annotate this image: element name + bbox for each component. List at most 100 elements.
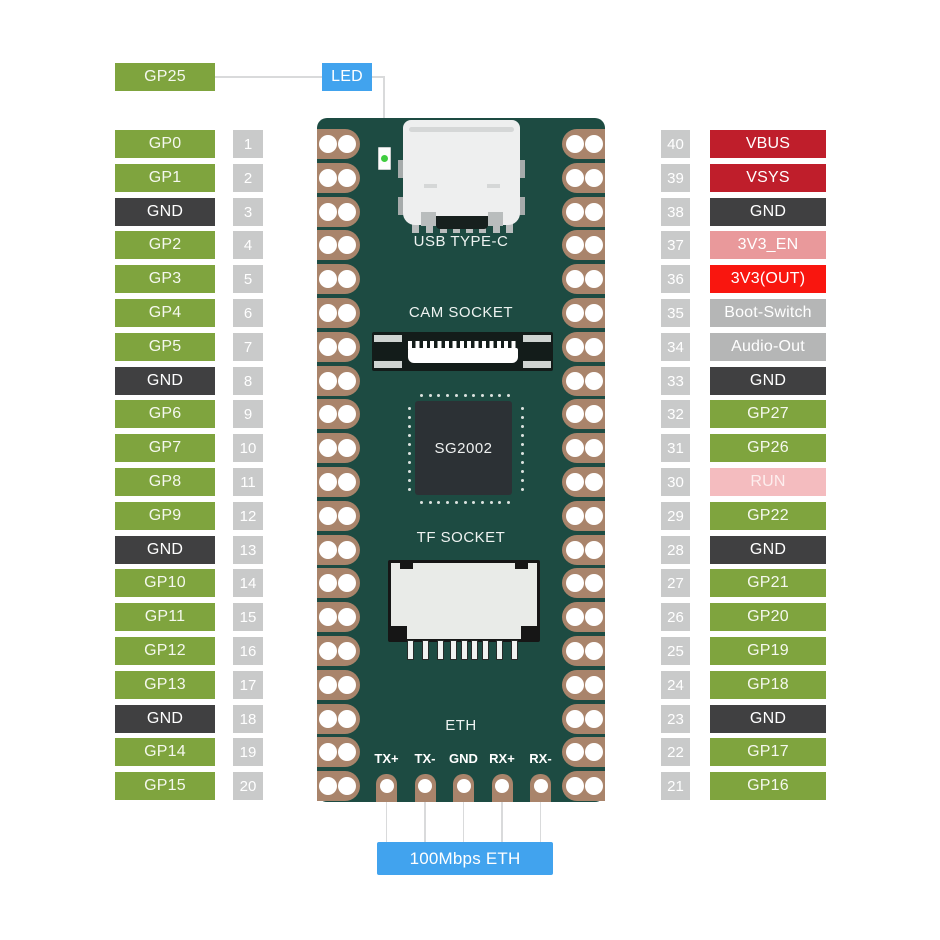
callout-gp25: GP25: [115, 63, 215, 91]
tf-socket-leg: [422, 640, 429, 660]
chip-pin-dot: [408, 488, 411, 491]
board-pad-right: [562, 366, 605, 396]
eth-pad-rx-: [530, 774, 551, 802]
board-pad-left: [317, 704, 360, 734]
cam-socket-tab: [374, 361, 402, 368]
chip-pin-dot: [507, 501, 510, 504]
board-pad-left: [317, 602, 360, 632]
pin-label-gp20-26: GP20: [710, 603, 826, 631]
chip-pin-dot: [446, 501, 449, 504]
pin-label-gp5-7: GP5: [115, 333, 215, 361]
pin-number-28: 28: [661, 536, 690, 564]
usb-mark: [487, 184, 500, 188]
eth-pad-gnd: [453, 774, 474, 802]
pin-label-gp3-5: GP3: [115, 265, 215, 293]
usb-label: USB TYPE-C: [413, 233, 509, 250]
chip-pin-dot: [408, 470, 411, 473]
pin-number-25: 25: [661, 637, 690, 665]
chip-pin-dot: [408, 452, 411, 455]
board-pad-right: [562, 636, 605, 666]
eth-label: ETH: [445, 717, 477, 734]
eth-leader-line: [424, 802, 426, 842]
pin-number-39: 39: [661, 164, 690, 192]
board-pad-right: [562, 670, 605, 700]
eth-pin-label-gnd: GND: [449, 751, 478, 766]
pin-number-36: 36: [661, 265, 690, 293]
usb-side-tab: [518, 160, 525, 178]
pin-label-vbus-40: VBUS: [710, 130, 826, 158]
board-pad-right: [562, 704, 605, 734]
chip-pin-dot: [498, 501, 501, 504]
eth-leader-line: [501, 802, 503, 842]
usb-leg: [426, 224, 433, 233]
eth-pin-label-rx-: RX-: [529, 751, 552, 766]
usb-mark: [424, 184, 437, 188]
chip-pin-dot: [521, 425, 524, 428]
pin-label-boot-switch-35: Boot-Switch: [710, 299, 826, 327]
callout-line-led-v: [383, 76, 385, 148]
pin-number-30: 30: [661, 468, 690, 496]
pin-number-38: 38: [661, 198, 690, 226]
pin-number-17: 17: [233, 671, 263, 699]
pin-label-gp10-14: GP10: [115, 569, 215, 597]
chip-pin-dot: [521, 470, 524, 473]
board-pad-left: [317, 535, 360, 565]
pin-label-gp15-20: GP15: [115, 772, 215, 800]
pin-label-gnd-23: GND: [710, 705, 826, 733]
board-pad-left: [317, 636, 360, 666]
pin-number-11: 11: [233, 468, 263, 496]
pin-label-audio-out-34: Audio-Out: [710, 333, 826, 361]
pin-number-12: 12: [233, 502, 263, 530]
board-pad-right: [562, 129, 605, 159]
tf-socket-leg: [461, 640, 468, 660]
board-pad-left: [317, 433, 360, 463]
pin-number-4: 4: [233, 231, 263, 259]
board-pad-left: [317, 197, 360, 227]
chip-pin-dot: [429, 394, 432, 397]
eth-leader-line: [462, 802, 465, 842]
pin-label-gnd-8: GND: [115, 367, 215, 395]
pin-number-21: 21: [661, 772, 690, 800]
board-pad-right: [562, 298, 605, 328]
pin-label-gp21-27: GP21: [710, 569, 826, 597]
pin-number-34: 34: [661, 333, 690, 361]
tf-socket-leg: [471, 640, 478, 660]
led-component: [378, 147, 391, 170]
cam-socket-tab: [523, 335, 551, 342]
pin-label-gnd-38: GND: [710, 198, 826, 226]
pin-number-20: 20: [233, 772, 263, 800]
board-pad-left: [317, 129, 360, 159]
board-pad-right: [562, 264, 605, 294]
tf-socket-tab: [390, 626, 407, 641]
chip-pin-dot: [408, 479, 411, 482]
pin-number-27: 27: [661, 569, 690, 597]
pin-label-gp0-1: GP0: [115, 130, 215, 158]
chip-pin-dot: [437, 501, 440, 504]
board-pad-right: [562, 197, 605, 227]
pin-number-19: 19: [233, 738, 263, 766]
chip-pin-dot: [472, 394, 475, 397]
eth-pin-label-rx+: RX+: [489, 751, 515, 766]
chip-pin-dot: [408, 461, 411, 464]
chip-pin-dot: [408, 443, 411, 446]
pin-number-31: 31: [661, 434, 690, 462]
cam-socket-latch: [408, 348, 518, 363]
pin-label-gp1-2: GP1: [115, 164, 215, 192]
usb-bottom-tab: [488, 212, 503, 226]
pin-label-gp11-15: GP11: [115, 603, 215, 631]
pin-label-gp9-12: GP9: [115, 502, 215, 530]
chip-pin-dot: [507, 394, 510, 397]
eth-leader-line: [385, 802, 388, 842]
chip-pin-dot: [490, 501, 493, 504]
chip-pin-dot: [429, 501, 432, 504]
pin-number-9: 9: [233, 400, 263, 428]
pin-label-gp27-32: GP27: [710, 400, 826, 428]
usb-side-tab: [398, 160, 405, 178]
pin-number-7: 7: [233, 333, 263, 361]
eth-pad-rx+: [491, 774, 513, 802]
cam-socket-tab: [523, 361, 551, 368]
pin-number-8: 8: [233, 367, 263, 395]
callout-led: LED: [322, 63, 372, 91]
cam-socket-teeth: [408, 341, 518, 349]
